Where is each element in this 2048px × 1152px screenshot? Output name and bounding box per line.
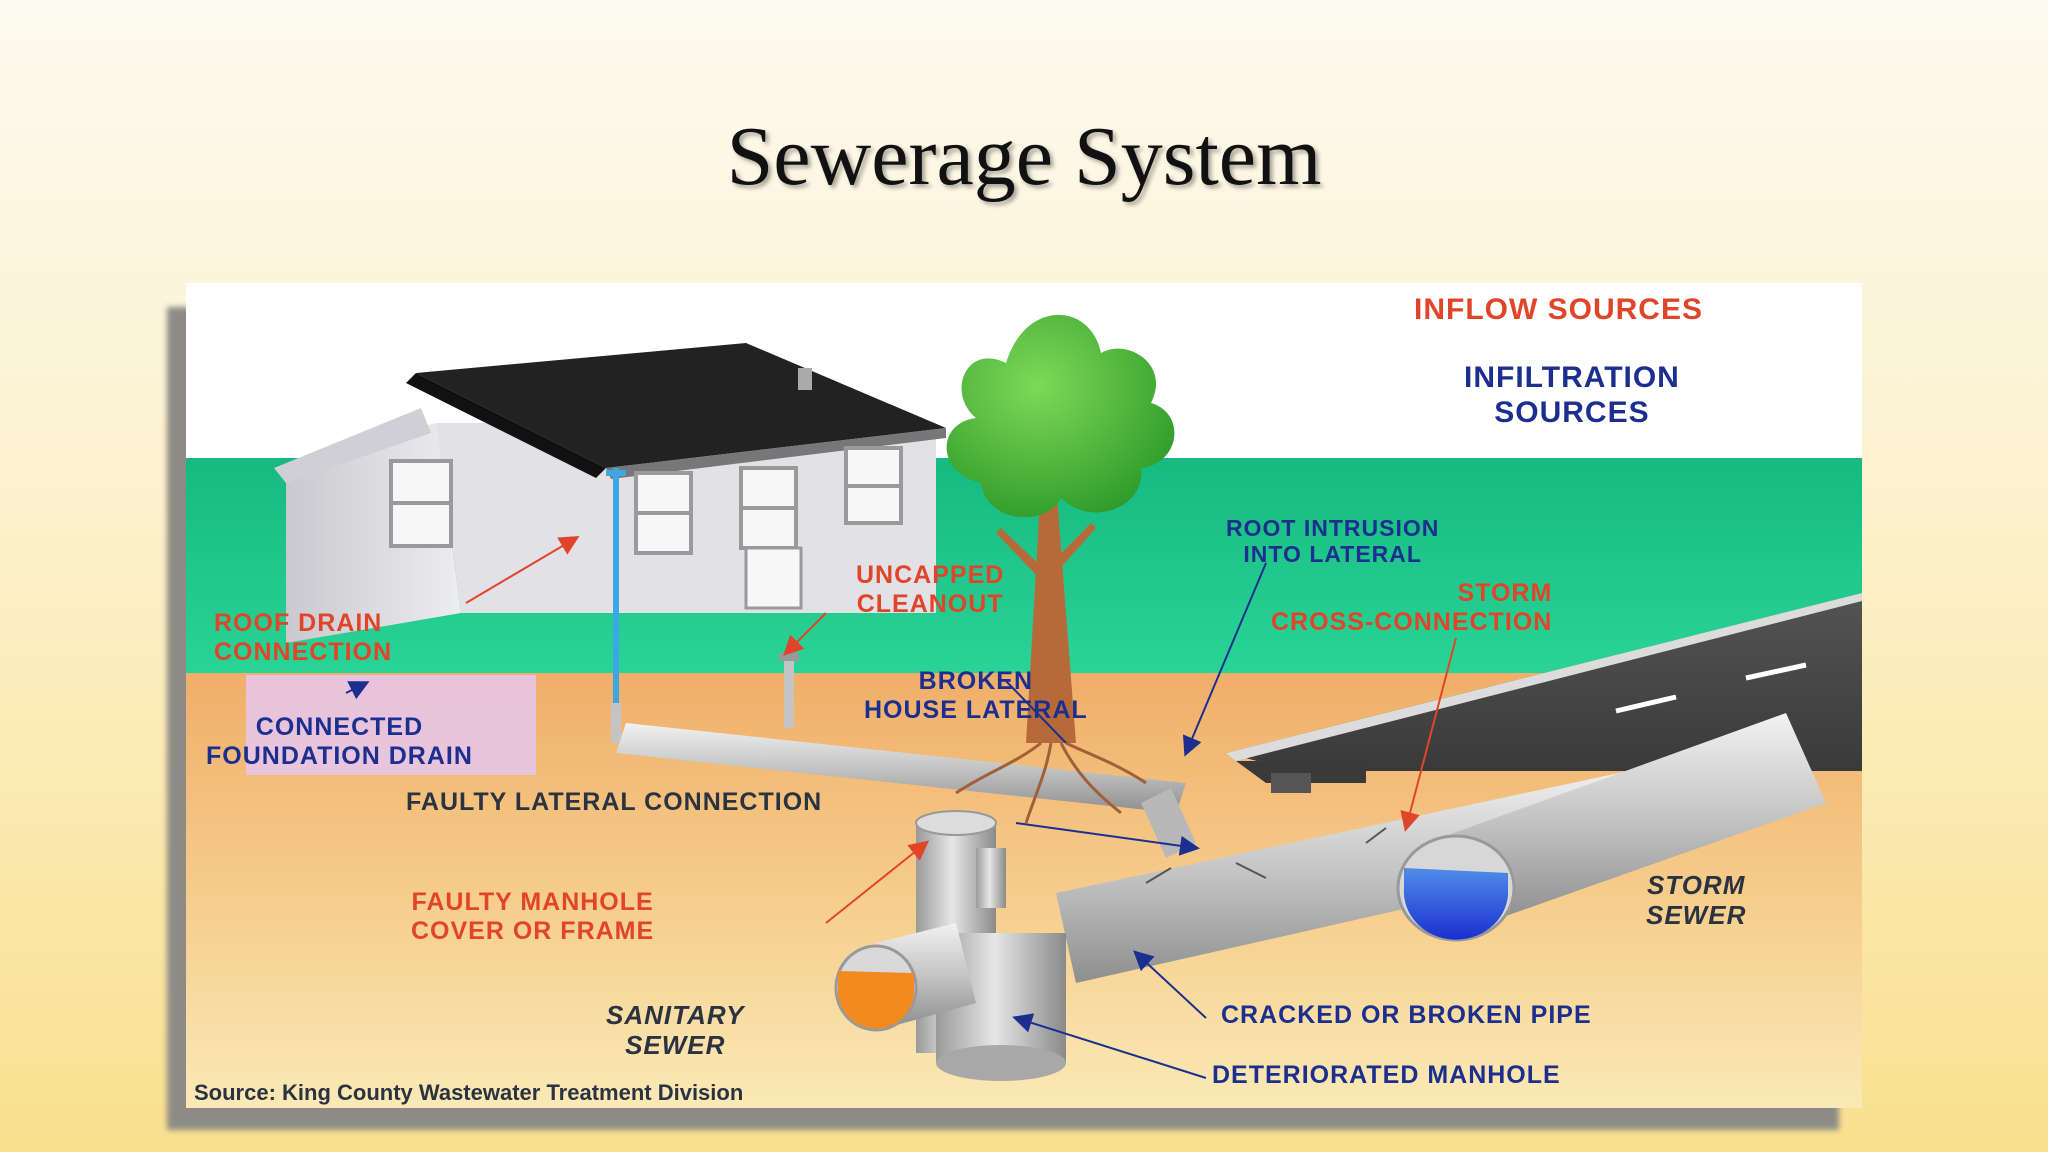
house-lateral-pipe bbox=[616, 723, 1186, 813]
sewer-diagram: INFLOW SOURCES INFILTRATION SOURCES ROOF… bbox=[186, 283, 1862, 1108]
storm-inlet bbox=[1271, 773, 1311, 793]
connected-foundation-drain-label: CONNECTED FOUNDATION DRAIN bbox=[206, 713, 473, 770]
curb bbox=[1236, 761, 1366, 783]
cracked-pipe-label: CRACKED OR BROKEN PIPE bbox=[1221, 1001, 1592, 1029]
broken-house-lateral-label: BROKEN HOUSE LATERAL bbox=[864, 667, 1088, 724]
faulty-lateral-connection-label: FAULTY LATERAL CONNECTION bbox=[406, 788, 823, 816]
uncapped-cleanout-label: UNCAPPED CLEANOUT bbox=[856, 561, 1005, 618]
foundation-area bbox=[246, 675, 536, 775]
storm-sewer-label: STORM SEWER bbox=[1646, 870, 1747, 930]
storm-sewer-pipe bbox=[1426, 713, 1826, 923]
house bbox=[274, 343, 946, 703]
diagram-illustration bbox=[186, 283, 1862, 1108]
faulty-manhole-label: FAULTY MANHOLE COVER OR FRAME bbox=[411, 888, 655, 945]
storm-water bbox=[1403, 868, 1508, 940]
sanitary-water bbox=[837, 971, 914, 1029]
inflow-sources-legend: INFLOW SOURCES bbox=[1414, 293, 1703, 326]
cleanout-pipe bbox=[784, 658, 794, 728]
storm-cross-connection-label: STORM CROSS-CONNECTION bbox=[1271, 579, 1553, 636]
slide-title: Sewerage System bbox=[726, 110, 1322, 203]
roof-drain-label: ROOF DRAIN CONNECTION bbox=[214, 609, 393, 666]
source-citation: Source: King County Wastewater Treatment… bbox=[194, 1080, 744, 1105]
infiltration-sources-legend: INFILTRATION SOURCES bbox=[1464, 361, 1680, 429]
root-intrusion-label: ROOT INTRUSION INTO LATERAL bbox=[1226, 515, 1440, 568]
sanitary-sewer-label: SANITARY SEWER bbox=[606, 1000, 745, 1060]
tree bbox=[946, 314, 1175, 824]
deteriorated-manhole-label: DETERIORATED MANHOLE bbox=[1212, 1061, 1561, 1089]
